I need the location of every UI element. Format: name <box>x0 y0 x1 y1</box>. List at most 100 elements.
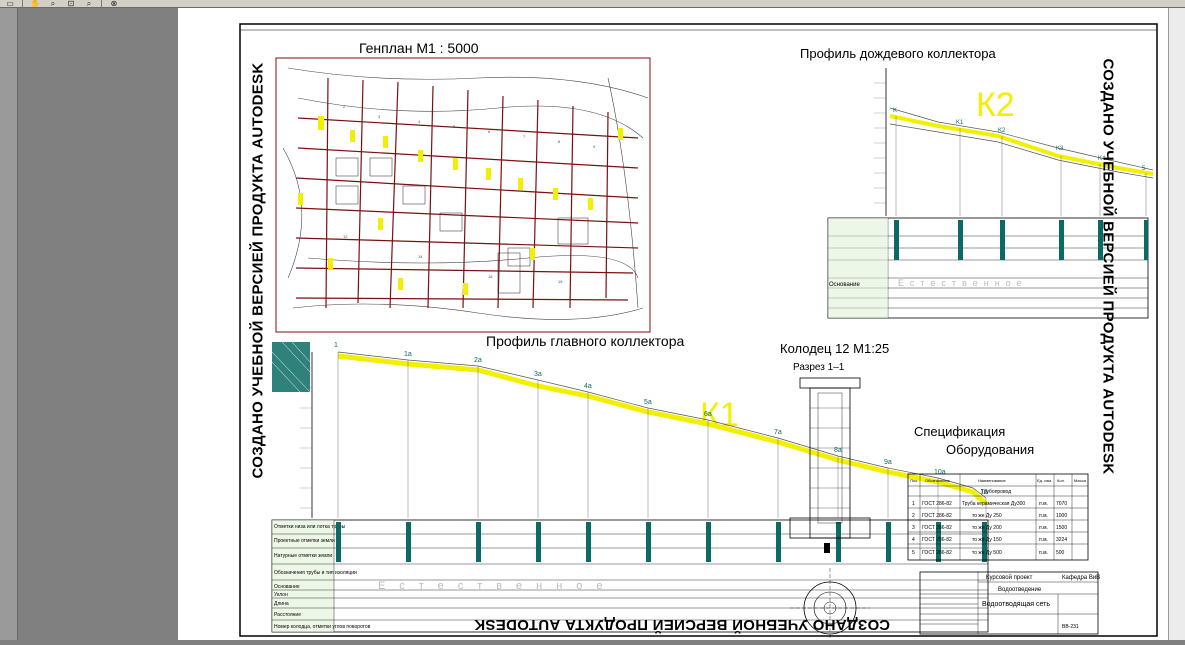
spec-title-1: Спецификация <box>914 424 1005 439</box>
svg-text:Наименование: Наименование <box>978 478 1007 483</box>
svg-text:K2: K2 <box>998 128 1006 134</box>
svg-text:Длина: Длина <box>274 601 289 607</box>
svg-text:Проектные отметки земли: Проектные отметки земли <box>274 538 335 544</box>
preview-toolbar: ▭ ✋ ⌕ ⊡ ⌕ ⊗ <box>0 0 1185 8</box>
svg-text:9a: 9a <box>884 459 892 466</box>
svg-text:Естественное: Естественное <box>378 580 617 592</box>
svg-text:п.м.: п.м. <box>1039 525 1048 531</box>
svg-text:5: 5 <box>912 550 915 556</box>
well-section-label: Разрез 1–1 <box>793 362 845 373</box>
svg-text:6a: 6a <box>704 411 712 418</box>
zoom-window-icon[interactable]: ⊡ <box>67 0 75 7</box>
svg-text:5: 5 <box>1142 166 1146 172</box>
svg-text:2: 2 <box>912 513 915 519</box>
svg-text:6: 6 <box>488 129 491 134</box>
svg-text:п.м.: п.м. <box>1039 537 1048 543</box>
svg-text:3: 3 <box>378 114 381 119</box>
svg-text:3: 3 <box>912 525 915 531</box>
svg-text:Натурные отметки земли: Натурные отметки земли <box>274 553 332 559</box>
svg-text:3a: 3a <box>534 371 542 378</box>
close-preview-icon[interactable]: ⊗ <box>110 0 118 7</box>
svg-text:3224: 3224 <box>1056 537 1067 543</box>
svg-text:Труба керамическая Ду300: Труба керамическая Ду300 <box>962 501 1025 507</box>
svg-text:K4: K4 <box>1098 156 1106 162</box>
toolbar-separator <box>22 0 23 7</box>
svg-text:1a: 1a <box>404 351 412 358</box>
svg-text:16: 16 <box>488 274 493 279</box>
svg-text:Основание: Основание <box>829 282 860 288</box>
svg-text:ВВ-231: ВВ-231 <box>1062 624 1079 630</box>
svg-text:K: K <box>893 108 897 114</box>
vertical-scrollbar[interactable] <box>1168 8 1185 640</box>
svg-text:Расстояние: Расстояние <box>274 612 301 618</box>
svg-text:Уклон: Уклон <box>274 592 288 598</box>
svg-text:7: 7 <box>523 134 526 139</box>
svg-text:1000: 1000 <box>1056 513 1067 519</box>
svg-text:ГОСТ 286-82: ГОСТ 286-82 <box>922 501 952 507</box>
svg-text:ГОСТ 286-82: ГОСТ 286-82 <box>922 537 952 543</box>
svg-text:ГОСТ 286-82: ГОСТ 286-82 <box>922 550 952 556</box>
svg-text:Водоотведение: Водоотведение <box>998 587 1042 593</box>
svg-text:500: 500 <box>1056 550 1065 556</box>
watermark-right: СОЗДАНО УЧЕБНОЙ ВЕРСИЕЙ ПРОДУКТА AUTODES… <box>1099 58 1117 475</box>
svg-text:Номер колодца, отметки углов п: Номер колодца, отметки углов поворотов <box>274 624 371 630</box>
svg-text:4: 4 <box>912 537 915 543</box>
spec-title-2: Оборудования <box>946 442 1034 457</box>
svg-text:п.м.: п.м. <box>1039 501 1048 507</box>
svg-text:Курсовой проект: Курсовой проект <box>986 574 1033 581</box>
toolbar-separator <box>101 0 102 7</box>
pan-icon[interactable]: ✋ <box>30 0 40 7</box>
svg-text:Обозначение: Обозначение <box>925 478 951 483</box>
svg-text:то же Ду 500: то же Ду 500 <box>972 550 1002 556</box>
specification: Спецификация Оборудования Поз. Обозначен… <box>907 424 1089 561</box>
svg-text:7a: 7a <box>774 429 782 436</box>
svg-text:то же Ду 200: то же Ду 200 <box>972 525 1002 531</box>
svg-text:Трубопровод: Трубопровод <box>981 489 1011 495</box>
svg-text:9: 9 <box>593 144 596 149</box>
svg-text:Обозначения трубы и тип изоляц: Обозначения трубы и тип изоляции <box>274 570 357 576</box>
rain-profile-tag: К2 <box>976 86 1015 124</box>
print-icon[interactable]: ▭ <box>6 0 14 7</box>
svg-text:п.м.: п.м. <box>1039 513 1048 519</box>
svg-text:5a: 5a <box>644 399 652 406</box>
svg-text:п.м.: п.м. <box>1039 550 1048 556</box>
svg-text:1: 1 <box>912 501 915 507</box>
svg-text:Масса: Масса <box>1074 478 1087 483</box>
main-profile: Профиль главного коллектора К1 <box>271 333 989 633</box>
svg-text:4: 4 <box>418 119 421 124</box>
svg-text:Кол.: Кол. <box>1057 478 1065 483</box>
svg-text:ГОСТ 286-82: ГОСТ 286-82 <box>922 513 952 519</box>
drawing-frame <box>239 23 1158 637</box>
svg-text:14: 14 <box>418 254 423 259</box>
svg-text:Отметки низа или лотка трубы: Отметки низа или лотка трубы <box>274 524 346 530</box>
svg-text:8: 8 <box>558 139 561 144</box>
genplan-title: Генплан М1 : 5000 <box>359 40 479 56</box>
watermark-bottom: СОЗДАНО УЧЕБНОЙ ВЕРСИЕЙ ПРОДУКТА AUTODES… <box>473 616 891 633</box>
svg-text:Основание: Основание <box>274 584 300 590</box>
zoom-previous-icon[interactable]: ⌕ <box>86 0 92 7</box>
left-margin-strip <box>0 8 18 640</box>
watermark-left: СОЗДАНО УЧЕБНОЙ ВЕРСИЕЙ ПРОДУКТА AUTODES… <box>249 62 267 479</box>
svg-text:Водоотводящая сеть: Водоотводящая сеть <box>982 601 1050 608</box>
well-title: Колодец 12 М1:25 <box>780 341 889 356</box>
svg-text:12: 12 <box>343 234 348 239</box>
svg-text:10a: 10a <box>934 469 946 476</box>
svg-text:Кафедра ВиВ: Кафедра ВиВ <box>1062 575 1100 581</box>
svg-text:4a: 4a <box>584 383 592 390</box>
svg-text:то же Ду 250: то же Ду 250 <box>972 513 1002 519</box>
main-profile-title: Профиль главного коллектора <box>486 333 685 349</box>
rain-profile-title: Профиль дождевого коллектора <box>800 46 996 61</box>
svg-text:Естественное: Естественное <box>898 278 1028 288</box>
svg-text:18: 18 <box>558 279 563 284</box>
svg-text:Ед. изм.: Ед. изм. <box>1037 478 1052 483</box>
svg-text:2a: 2a <box>474 357 482 364</box>
svg-text:8a: 8a <box>834 447 842 454</box>
svg-text:то же Ду 150: то же Ду 150 <box>972 537 1002 543</box>
svg-text:7070: 7070 <box>1056 501 1067 507</box>
zoom-icon[interactable]: ⌕ <box>50 0 56 7</box>
svg-text:1: 1 <box>334 342 338 349</box>
